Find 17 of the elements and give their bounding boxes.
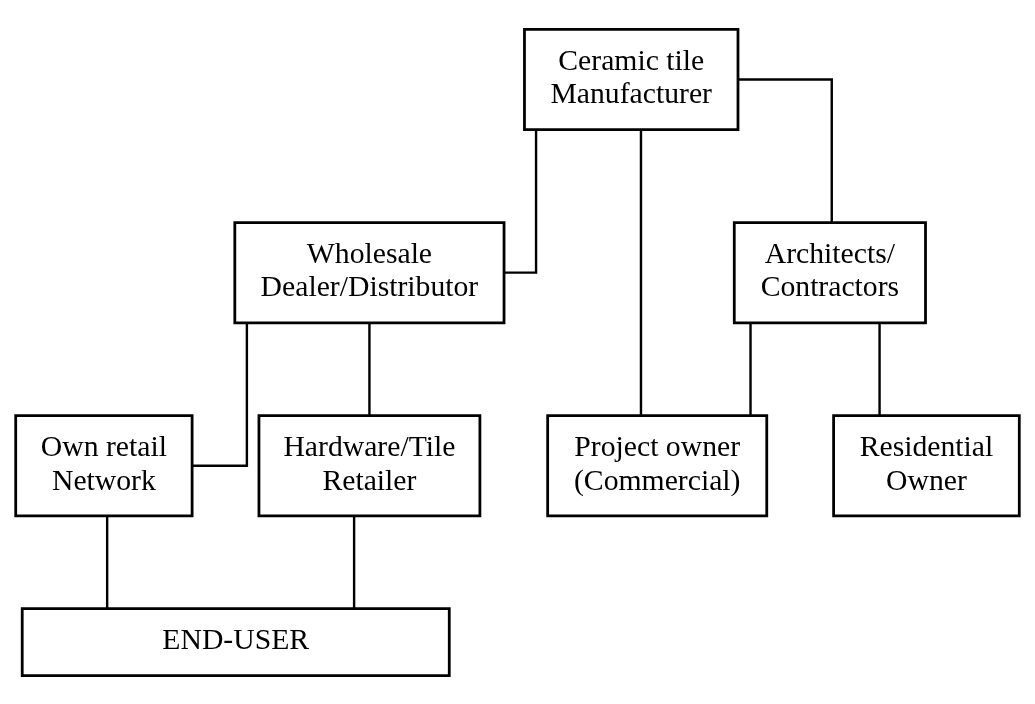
connector — [738, 77, 833, 222]
node-box: Hardware/Tile Retailer — [257, 413, 482, 517]
node-box: Ceramic tile Manufacturer — [523, 27, 740, 131]
connector — [504, 129, 538, 274]
connector — [192, 322, 249, 467]
node-box: Own retail Network — [14, 413, 194, 517]
connector — [105, 515, 109, 608]
connector — [639, 129, 643, 415]
connector — [368, 322, 371, 415]
node-box: Residential Owner — [832, 413, 1021, 517]
connector — [352, 515, 356, 608]
connector — [878, 322, 881, 415]
connector — [749, 322, 752, 415]
node-box: Wholesale Dealer/Distributor — [233, 220, 506, 324]
node-box: Architects/ Contractors — [732, 220, 927, 324]
node-box: Project owner (Commercial) — [546, 413, 769, 517]
node-box: END-USER — [20, 606, 451, 677]
